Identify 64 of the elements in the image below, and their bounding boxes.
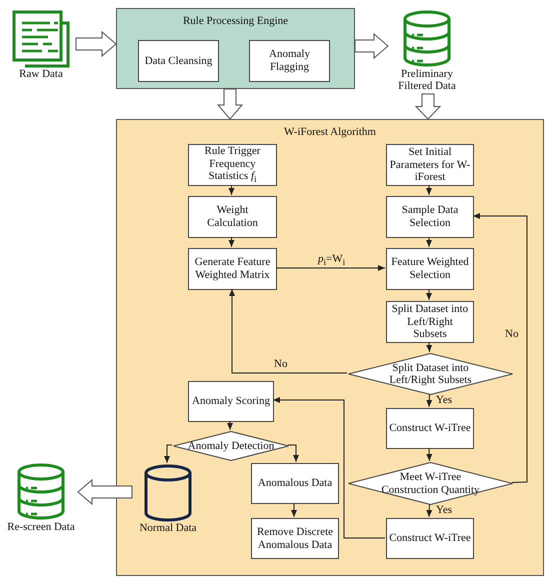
box-label: Construct W-iTree — [389, 532, 471, 545]
box-label: Data Cleansing — [144, 54, 212, 68]
decision-label: Split Dataset into Left/Right Subsets — [388, 362, 473, 386]
edge-label: p$_{i}$=W$_{i}$ — [316, 254, 348, 268]
icon-caption: Raw Data — [18, 68, 64, 80]
arrow — [288, 444, 299, 462]
block-arrow — [76, 30, 117, 58]
process-box — [188, 144, 277, 186]
process-box — [188, 248, 277, 290]
decision-label: Anomaly Detection — [188, 440, 274, 452]
edge-label: Yes — [434, 505, 454, 516]
box-label: Anomalous Data — [258, 477, 332, 490]
arrow — [426, 236, 432, 248]
process-box — [188, 381, 274, 422]
arrow — [272, 397, 386, 538]
panel-title: W-iForest Algorithm — [283, 126, 377, 138]
arrow — [228, 184, 234, 196]
edge-label: No — [272, 359, 290, 370]
arrow — [164, 444, 172, 464]
arrow — [227, 420, 233, 430]
arrow — [426, 184, 432, 196]
process-box — [251, 463, 339, 504]
panel-title: Rule Processing Engine — [182, 15, 290, 27]
block-arrow — [216, 88, 244, 120]
arrow — [426, 394, 432, 408]
block-arrow — [354, 32, 389, 60]
arrow — [426, 288, 432, 300]
process-box — [386, 408, 474, 449]
arrow — [472, 213, 528, 483]
process-box — [386, 518, 474, 559]
box-label: Rule Trigger Frequency Statistics f$_{i}$ — [204, 145, 262, 186]
process-box — [249, 40, 330, 82]
process-box — [188, 196, 277, 238]
process-box — [251, 518, 339, 559]
box-label: Sample Data Selection — [400, 204, 460, 230]
block-arrow — [414, 94, 442, 120]
group-panel — [116, 8, 355, 89]
process-box — [386, 248, 474, 290]
icon-caption: Re-screen Data — [6, 521, 76, 534]
box-label: Split Dataset into Left/Right Subsets — [390, 303, 470, 341]
arrow — [228, 236, 234, 248]
box-label: Generate Feature Weighted Matrix — [194, 256, 272, 282]
box-label: Set Initial Parameters for W-iForest — [389, 146, 471, 184]
arrow — [276, 265, 386, 271]
process-box — [138, 40, 219, 82]
box-label: Anomaly Scoring — [192, 395, 270, 408]
decision-label: Meet W-iTree Construction Quantity — [380, 471, 481, 496]
group-panel — [116, 119, 544, 576]
box-label: Feature Weighted Selection — [390, 256, 470, 282]
box-label: Construct W-iTree — [389, 422, 471, 435]
box-label: Anomaly Flagging — [268, 48, 311, 74]
block-arrow — [77, 478, 132, 506]
arrow — [229, 288, 348, 374]
arrow — [426, 448, 432, 462]
edge-label: Yes — [434, 395, 454, 406]
box-label: Remove Discrete Anomalous Data — [256, 526, 334, 552]
box-label: Weight Calculation — [206, 204, 259, 230]
process-box — [386, 196, 474, 238]
edge-label: No — [503, 329, 520, 340]
icon-caption: Preliminary Filtered Data — [397, 68, 457, 92]
arrow — [291, 502, 297, 518]
arrow — [426, 342, 432, 352]
icon-caption: Normal Data — [138, 522, 198, 534]
arrow — [426, 504, 432, 518]
